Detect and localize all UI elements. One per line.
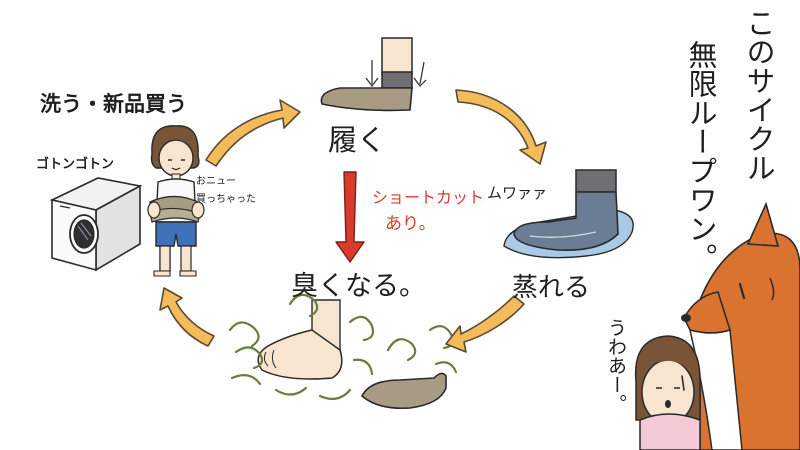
label-fox-line1: このサイクル	[742, 8, 776, 182]
label-smelly: 臭くなる。	[291, 271, 426, 302]
arrow-wash-to-wear	[205, 99, 301, 167]
smelly-bare-foot	[257, 299, 343, 380]
label-steam: 蒸れる	[512, 273, 591, 303]
label-speech-line2: 買っちゃった	[196, 194, 256, 205]
dirty-sock	[361, 372, 447, 410]
label-wash-buy: 洗う・新品買う	[40, 92, 187, 116]
shortcut-arrow	[335, 171, 365, 263]
leg-wearing-sock	[320, 37, 427, 112]
label-washer-sound: ゴトンゴトン	[36, 157, 115, 172]
washing-machine	[49, 177, 143, 272]
arrow-smell-to-wash	[159, 287, 215, 347]
label-shortcut-line1: ショートカット	[372, 188, 485, 207]
girl-character	[634, 335, 701, 450]
arrow-wear-to-stuffy	[455, 89, 547, 165]
person-holding-socks	[147, 125, 205, 277]
label-stuffy-sound: ムワァァ	[487, 184, 548, 202]
label-girl-exclaim: うわあー。	[605, 318, 627, 413]
label-fox-line2: 無限ループワン。	[684, 40, 718, 272]
cycle-arrows	[159, 89, 547, 353]
arrow-stuffy-to-smell	[445, 295, 525, 353]
sweaty-foot	[503, 169, 634, 259]
label-shortcut-line2: あり。	[385, 214, 436, 234]
fox-character	[681, 201, 800, 450]
label-speech-line1: おニュー	[196, 176, 236, 187]
label-wear: 履く	[328, 123, 387, 157]
